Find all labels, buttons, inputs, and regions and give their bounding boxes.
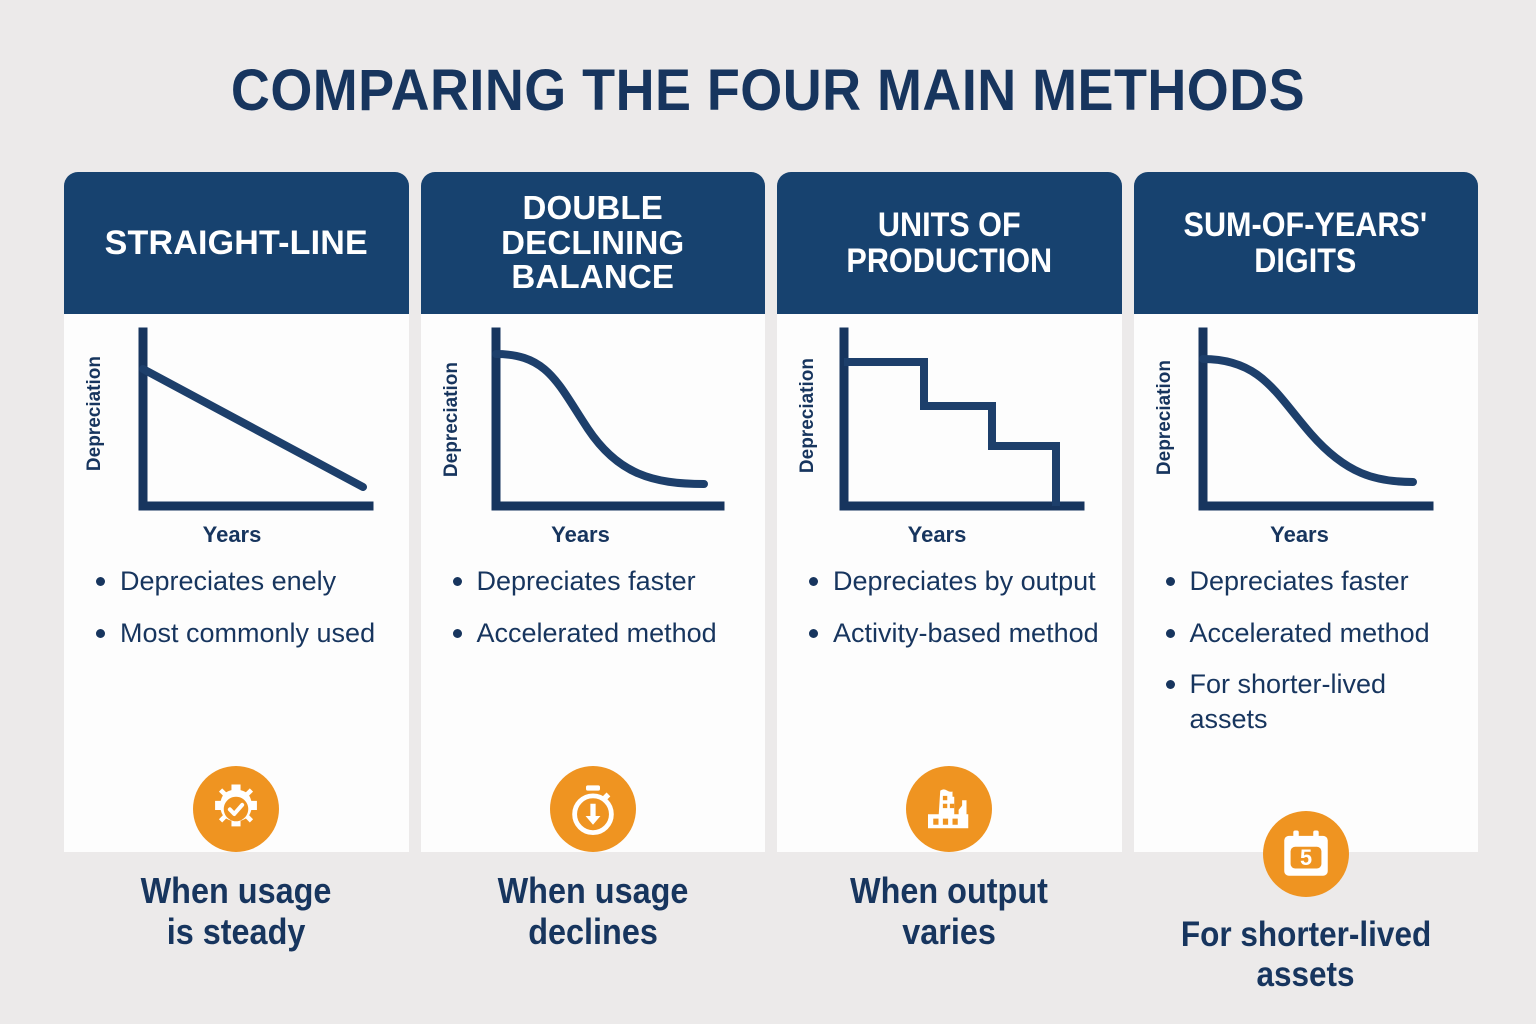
bullet-list-straight-line: Depreciates enely Most commonly used [64,564,409,667]
list-item: Accelerated method [1164,616,1463,651]
card-sum-of-years-digits[interactable]: SUM-OF-YEARS' DIGITS Depreciation Years … [1133,172,1479,897]
caption-line: varies [902,911,997,953]
caption-line: When usage [497,870,689,911]
card-straight-line[interactable]: STRAIGHT-LINE Depreciation Years Depreci… [64,172,409,852]
card-body-straight-line: Depreciation Years Depreciates enely Mos… [64,314,409,852]
list-item: Depreciates faster [1164,564,1463,599]
stopwatch-down-arrow-icon [549,766,636,852]
chart-units-of-production: Depreciation Years [777,314,1122,550]
card-header-line: UNITS OF [877,205,1021,244]
chart-straight-line: Depreciation Years [64,314,409,550]
caption-straight-line: When usage is steady [64,870,409,1020]
list-item: Depreciates faster [451,564,750,599]
chart-x-axis-label: Years [907,522,967,547]
chart-x-axis-label: Years [202,522,262,547]
bullet-list-units-of-production: Depreciates by output Activity-based met… [777,564,1122,667]
caption-line: declines [527,911,658,953]
gear-check-icon-svg [215,784,258,827]
chart-x-axis-label: Years [551,522,610,547]
calendar-day-number: 5 [1300,845,1312,870]
bullet-list-sum-of-years-digits: Depreciates faster Accelerated method Fo… [1134,564,1479,753]
factory-icon [906,766,993,852]
chart-y-axis-label: Depreciation [440,362,462,478]
card-header-line: SUM-OF-YEARS' [1183,205,1428,244]
card-header-sum-of-years-digits: SUM-OF-YEARS' DIGITS [1133,172,1478,314]
card-header-line: DOUBLE [522,188,664,226]
caption-sum-of-years-digits: For shorter-lived assets [1134,870,1479,1020]
card-units-of-production[interactable]: UNITS OF PRODUCTION Depreciation Years D… [777,172,1122,852]
factory-icon-svg [928,789,969,829]
chart-y-axis-label: Depreciation [84,356,105,472]
card-header-units-of-production: UNITS OF PRODUCTION [777,172,1122,314]
card-header-line: PRODUCTION [846,242,1053,280]
gear-check-icon [193,766,280,852]
calendar-5-icon-svg: 5 [1284,830,1328,876]
list-item: Depreciates by output [807,564,1106,599]
method-cards-container: STRAIGHT-LINE Depreciation Years Depreci… [64,172,1479,897]
card-header-line: BALANCE [511,258,675,296]
bullet-list-double-declining-balance: Depreciates faster Accelerated method [421,564,766,667]
caption-line: For shorter-lived [1180,915,1431,954]
stopwatch-down-arrow-icon-svg [571,785,614,836]
caption-units-of-production: When output varies [777,870,1122,1020]
caption-line: is steady [166,911,306,953]
card-body-sum-of-years-digits: Depreciation Years Depreciates faster Ac… [1133,314,1479,852]
card-header-double-declining-balance: DOUBLE DECLINING BALANCE [420,172,765,314]
chart-uop-svg [839,327,1085,511]
captions-row: When usage is steady When usage declines… [64,870,1478,1020]
list-item: Most commonly used [94,616,393,651]
chart-double-declining-balance: Depreciation Years [421,314,766,550]
card-header-line: DECLINING [501,223,685,261]
chart-y-axis-label: Depreciation [1153,360,1175,476]
chart-y-axis-label: Depreciation [797,358,818,474]
card-header-straight-line: STRAIGHT-LINE [64,172,409,314]
list-item: Activity-based method [807,616,1106,651]
chart-x-axis-label: Years [1270,522,1329,547]
caption-line: When output [850,870,1049,911]
list-item: Accelerated method [451,616,750,651]
chart-ddb-svg [491,327,725,511]
list-item: Depreciates enely [94,564,393,599]
caption-line: When usage [140,870,332,911]
page-title: COMPARING THE FOUR MAIN METHODS [230,58,1306,123]
card-body-double-declining-balance: Depreciation Years Depreciates faster Ac… [420,314,766,852]
card-header-line: DIGITS [1254,242,1357,280]
chart-syd-svg [1198,327,1434,511]
chart-straight-line-svg [138,327,374,511]
chart-sum-of-years-digits: Depreciation Years [1134,314,1479,550]
card-double-declining-balance[interactable]: DOUBLE DECLINING BALANCE Depreciation Ye… [420,172,766,852]
caption-line: assets [1256,954,1355,994]
list-item: For shorter-lived assets [1164,667,1463,736]
calendar-5-icon: 5 [1262,811,1349,897]
caption-double-declining-balance: When usage declines [421,870,766,1020]
card-body-units-of-production: Depreciation Years Depreciates by output… [777,314,1122,852]
card-header-line: STRAIGHT-LINE [104,223,368,262]
